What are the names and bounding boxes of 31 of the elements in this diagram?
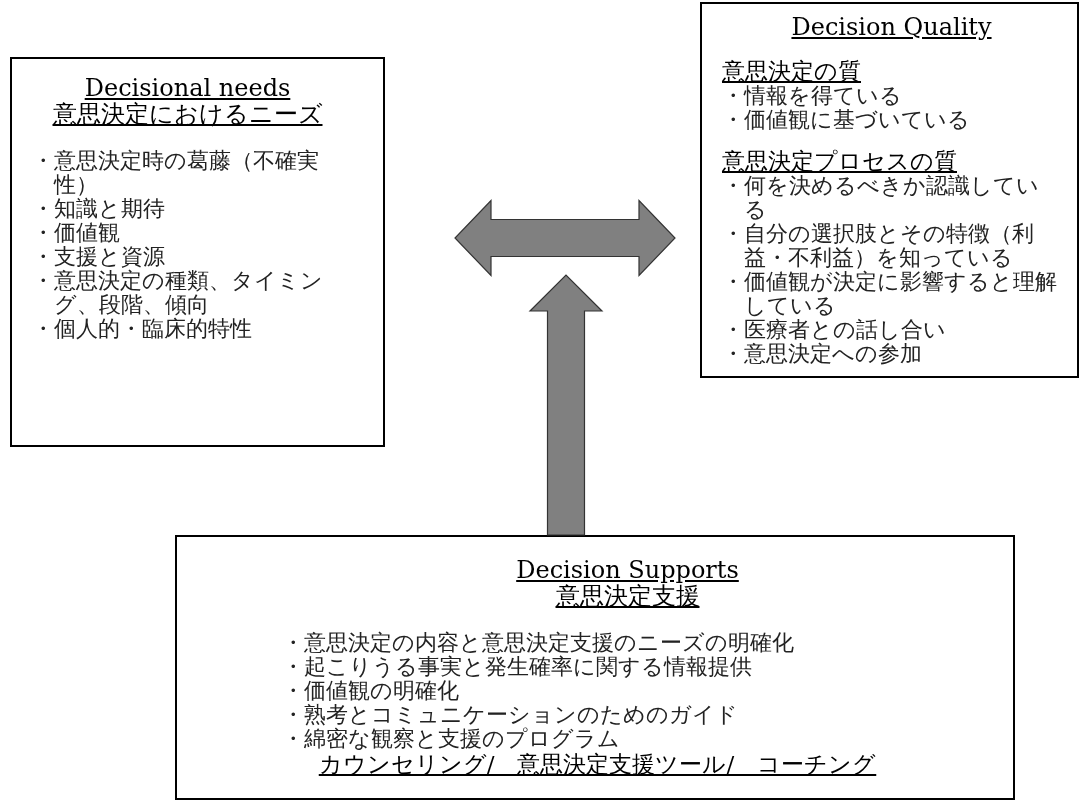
bullet-item: ・意思決定の種類、タイミング、段階、傾向 <box>32 269 324 317</box>
bullet-item: ・意思決定への参加 <box>722 342 923 366</box>
text-box <box>10 57 385 447</box>
block-arrow <box>528 274 604 536</box>
heading: 意思決定におけるニーズ <box>52 101 323 127</box>
bullet-item: ・綿密な観察と支援のプログラム <box>282 727 621 751</box>
subheading: 意思決定プロセスの質 <box>722 148 958 174</box>
bullet-item: ・価値観に基づいている <box>722 108 971 132</box>
bullet-item: ・個人的・臨床的特性 <box>32 317 253 341</box>
bullet-item: ・起こりうる事実と発生確率に関する情報提供 <box>282 655 753 679</box>
heading: Decisional needs <box>84 75 291 101</box>
bullet-item: ・自分の選択肢とその特徴（利益・不利益）を知っている <box>722 222 1035 270</box>
heading: Decision Quality <box>791 14 992 40</box>
text-box <box>175 535 1015 800</box>
support-methods: カウンセリング/ 意思決定支援ツール/ コーチング <box>318 751 877 777</box>
bullet-item: ・医療者との話し合い <box>722 318 947 342</box>
bullet-item: ・情報を得ている <box>722 84 903 108</box>
bullet-item: ・価値観 <box>32 221 121 245</box>
bullet-item: ・何を決めるべきか認識している <box>722 174 1040 222</box>
subheading: 意思決定の質 <box>722 58 862 84</box>
bullet-item: ・熟考とコミュニケーションのためのガイド <box>282 703 739 727</box>
bullet-item: ・意思決定時の葛藤（不確実性） <box>32 149 320 197</box>
block-arrow <box>454 199 676 277</box>
bullet-item: ・意思決定の内容と意思決定支援のニーズの明確化 <box>282 631 795 655</box>
heading: 意思決定支援 <box>555 583 700 609</box>
heading: Decision Supports <box>516 557 739 583</box>
bullet-item: ・知識と期待 <box>32 197 166 221</box>
text-box <box>700 2 1079 378</box>
bullet-item: ・支援と資源 <box>32 245 166 269</box>
bullet-item: ・価値観の明確化 <box>282 679 460 703</box>
bullet-item: ・価値観が決定に影響すると理解している <box>722 270 1058 318</box>
